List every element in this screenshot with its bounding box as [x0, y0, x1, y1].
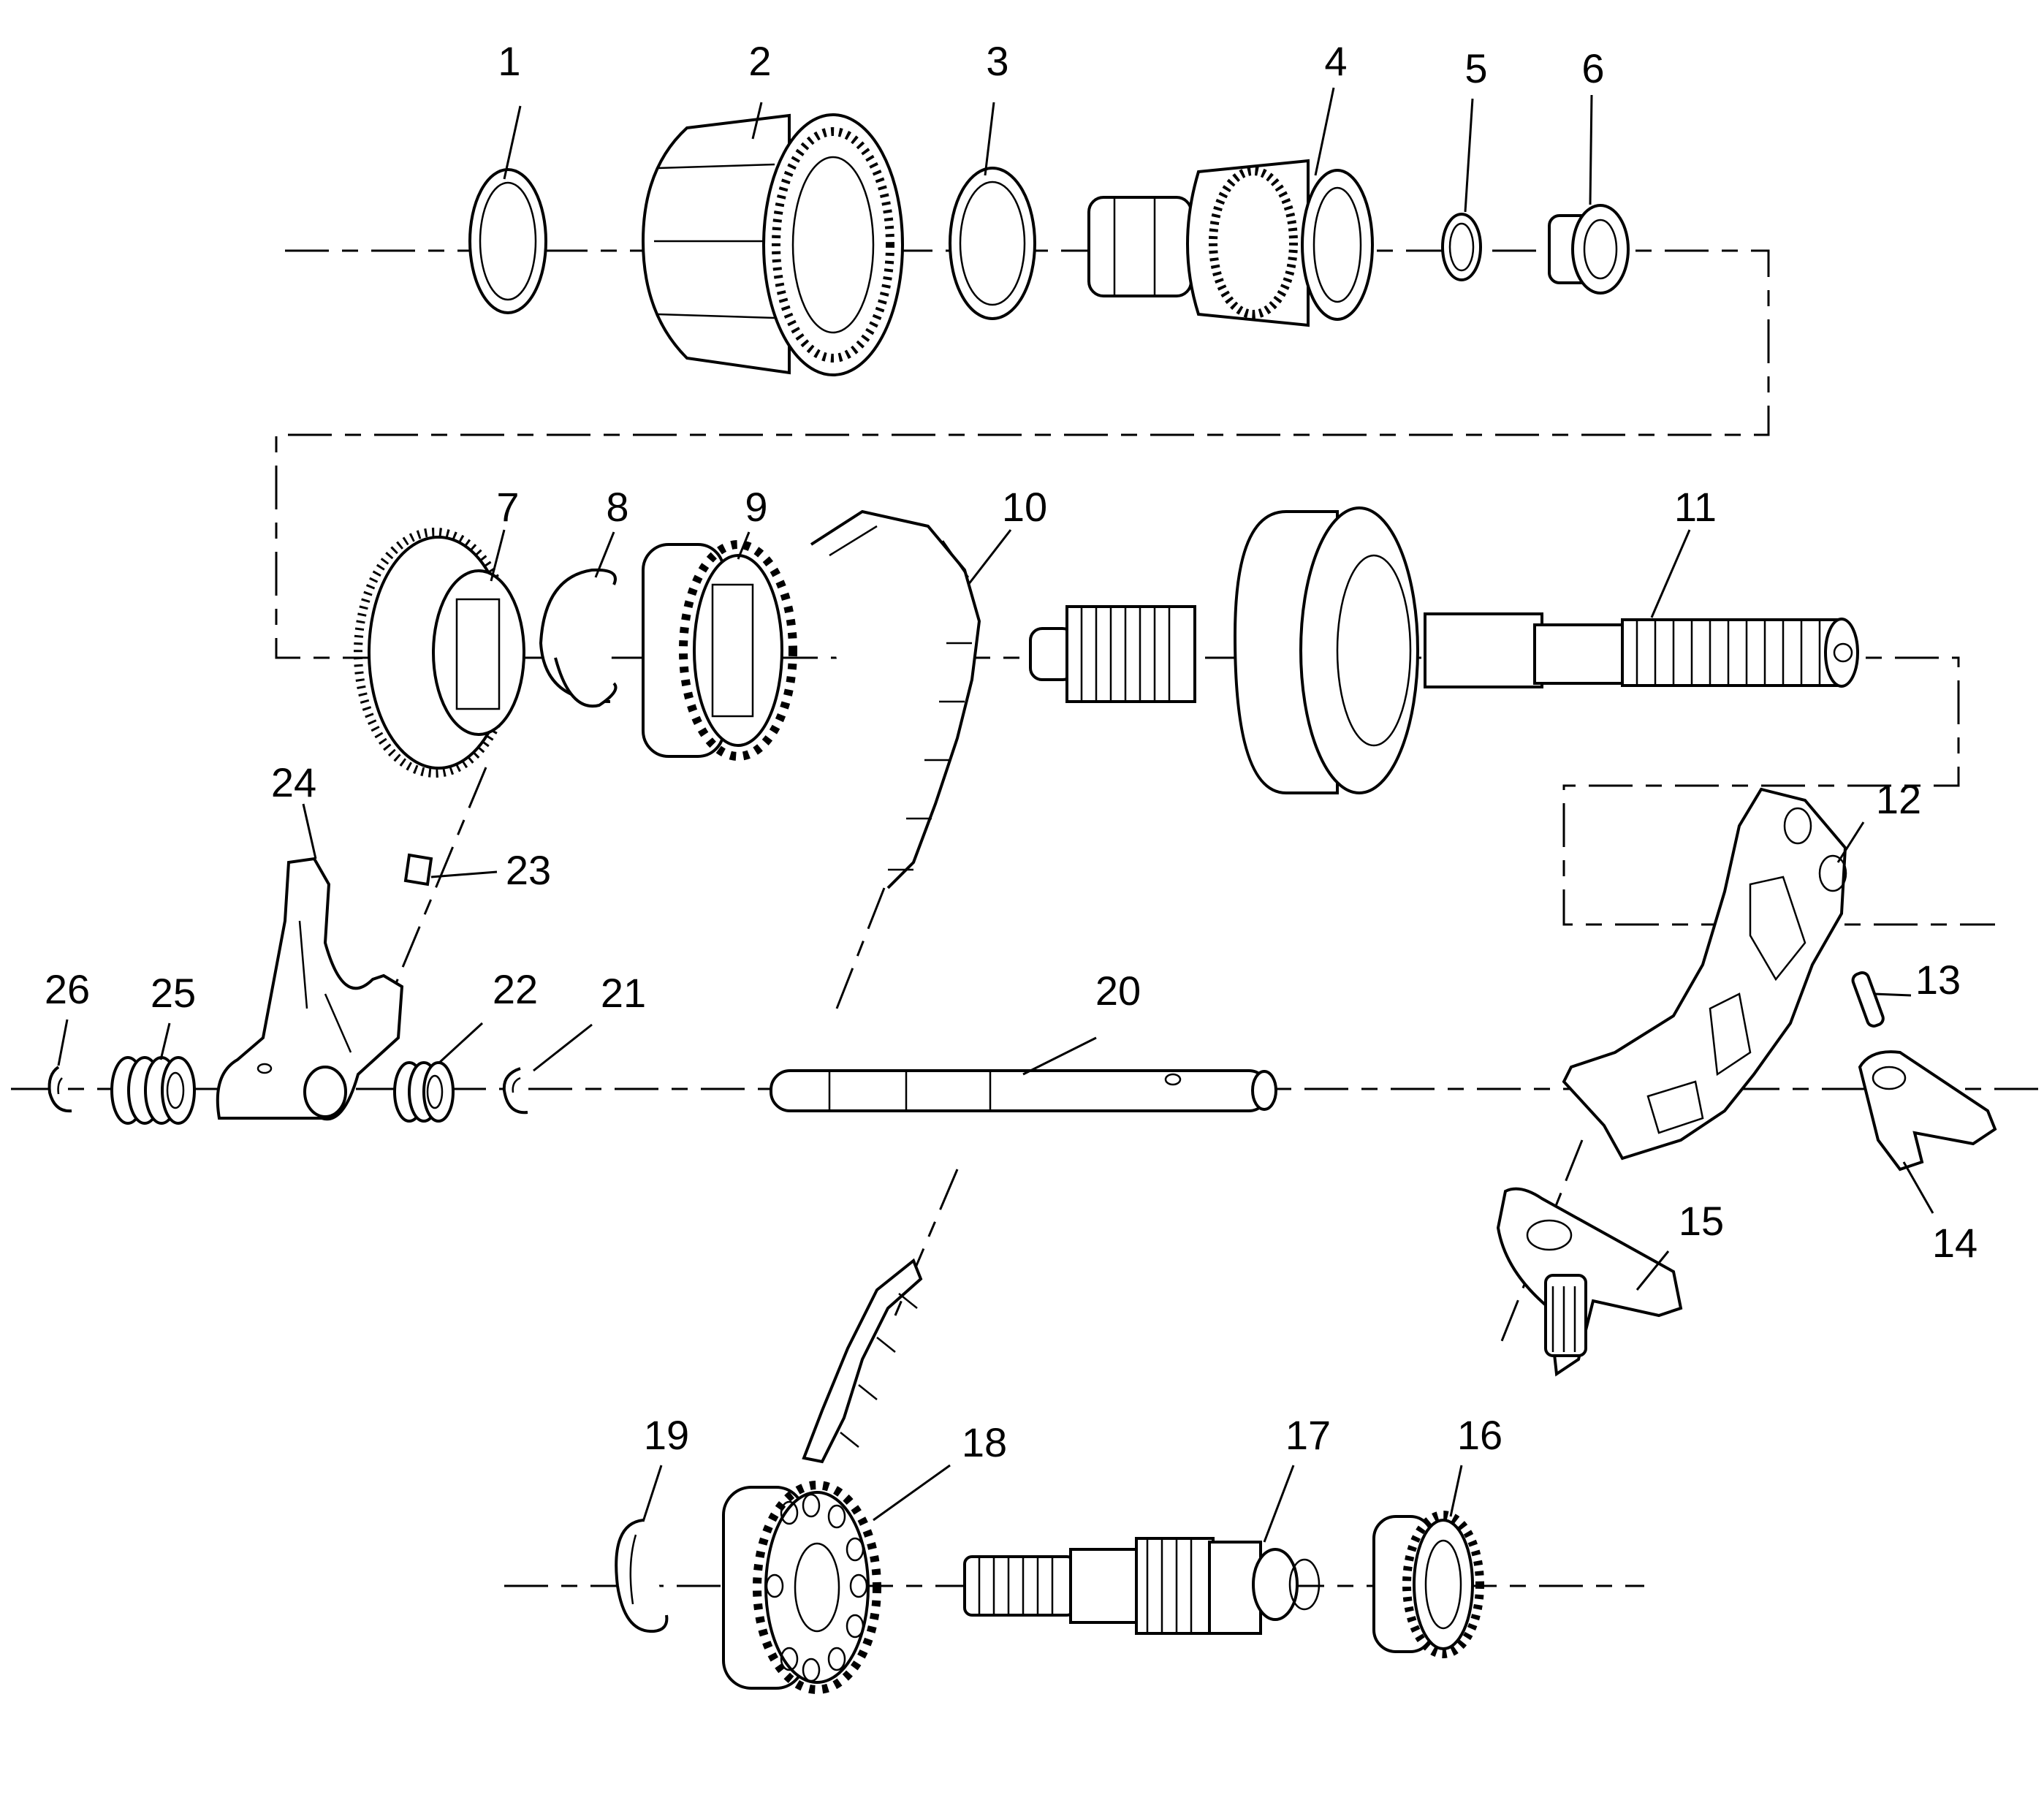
- part-22-spring: [393, 1061, 455, 1123]
- part-1-thrust-washer: [468, 168, 547, 314]
- leader-11: [1650, 529, 1691, 618]
- part-4-sun-gear-hub: [1087, 159, 1374, 327]
- leader-21: [533, 1023, 593, 1072]
- part-3-thrust-washer: [949, 167, 1036, 320]
- callout-22: 22: [493, 966, 538, 1012]
- leader-14: [1902, 1161, 1934, 1214]
- leader-13: [1874, 992, 1912, 997]
- part-17-front-output-shaft: [963, 1537, 1321, 1635]
- part-12-bracket: [1562, 787, 1847, 1161]
- leader-7: [490, 529, 506, 582]
- callout-8: 8: [606, 484, 628, 530]
- part-23-pad: [403, 853, 433, 886]
- leader-5: [1464, 98, 1474, 213]
- part-18-driven-sprocket: [722, 1481, 881, 1694]
- callout-19: 19: [644, 1412, 689, 1458]
- callout-6: 6: [1581, 45, 1604, 91]
- callout-10: 10: [1002, 484, 1047, 530]
- leader-1: [503, 105, 522, 180]
- leader-3: [984, 102, 995, 176]
- leader-6: [1589, 94, 1593, 205]
- callout-9: 9: [745, 484, 767, 530]
- part-15-shaft-seal-plate: [1496, 1187, 1683, 1377]
- part-20-shift-rail: [770, 1069, 1277, 1112]
- leader-23: [430, 870, 498, 878]
- callout-2: 2: [748, 38, 771, 84]
- part-13-pin: [1851, 971, 1885, 1028]
- leader-24: [302, 803, 317, 859]
- part-21-retaining-clip: [502, 1067, 528, 1115]
- part-14-shift-lever: [1858, 1050, 1997, 1172]
- leader-4: [1314, 87, 1335, 176]
- callout-20: 20: [1095, 968, 1141, 1014]
- callout-12: 12: [1876, 776, 1921, 822]
- part-9-drive-sprocket: [642, 540, 797, 761]
- part-7-sprocket-flange: [354, 528, 525, 778]
- part-6-bushing: [1548, 204, 1630, 295]
- part-26-retaining-clip: [48, 1066, 72, 1113]
- callout-13: 13: [1915, 957, 1961, 1003]
- leader-17: [1263, 1465, 1295, 1543]
- leader-22: [437, 1022, 484, 1065]
- callout-15: 15: [1679, 1198, 1724, 1244]
- leader-26: [57, 1019, 69, 1066]
- axis-row-1: [275, 249, 1995, 926]
- leader-16: [1449, 1465, 1463, 1517]
- part-5-snap-ring: [1441, 213, 1482, 281]
- callout-21: 21: [601, 970, 646, 1016]
- callout-16: 16: [1457, 1412, 1502, 1458]
- part-16-bearing-gear: [1372, 1511, 1484, 1658]
- callouts: 1 2 3 4 5 6 7 8 9 10 11 12 13 14 15 16 1…: [45, 38, 1977, 1465]
- part-24-shift-fork: [216, 857, 404, 1121]
- callout-23: 23: [506, 847, 551, 893]
- leader-15: [1635, 1250, 1670, 1291]
- callout-1: 1: [498, 38, 520, 84]
- axis-chain-lower: [894, 1169, 959, 1316]
- leader-8: [594, 531, 615, 578]
- part-10-drive-chain-upper: [810, 509, 981, 889]
- callout-5: 5: [1464, 45, 1487, 91]
- callout-14: 14: [1932, 1220, 1977, 1266]
- leader-25: [159, 1022, 171, 1060]
- part-8-snap-ring: [539, 568, 618, 708]
- leader-18: [873, 1464, 951, 1522]
- callout-18: 18: [962, 1419, 1007, 1465]
- leader-12: [1836, 821, 1865, 863]
- callout-11: 11: [1674, 484, 1717, 530]
- leader-lines: [57, 87, 1934, 1543]
- leader-10: [967, 529, 1012, 585]
- leader-19: [642, 1465, 663, 1522]
- callout-17: 17: [1285, 1412, 1331, 1458]
- part-19-snap-ring: [615, 1519, 669, 1633]
- callout-7: 7: [496, 484, 519, 530]
- axis-chain-upper: [835, 887, 886, 1009]
- part-2-ring-gear-housing: [641, 113, 904, 376]
- callout-26: 26: [45, 966, 90, 1012]
- part-10-drive-chain-lower: [802, 1258, 923, 1464]
- callout-4: 4: [1324, 38, 1347, 84]
- callout-24: 24: [271, 759, 316, 805]
- callout-25: 25: [151, 970, 196, 1016]
- part-11-output-shaft: [1029, 506, 1859, 794]
- part-25-spring: [110, 1056, 196, 1125]
- leader-9: [737, 531, 751, 560]
- leader-2: [751, 102, 763, 140]
- leader-20: [1022, 1036, 1097, 1076]
- callout-3: 3: [986, 38, 1008, 84]
